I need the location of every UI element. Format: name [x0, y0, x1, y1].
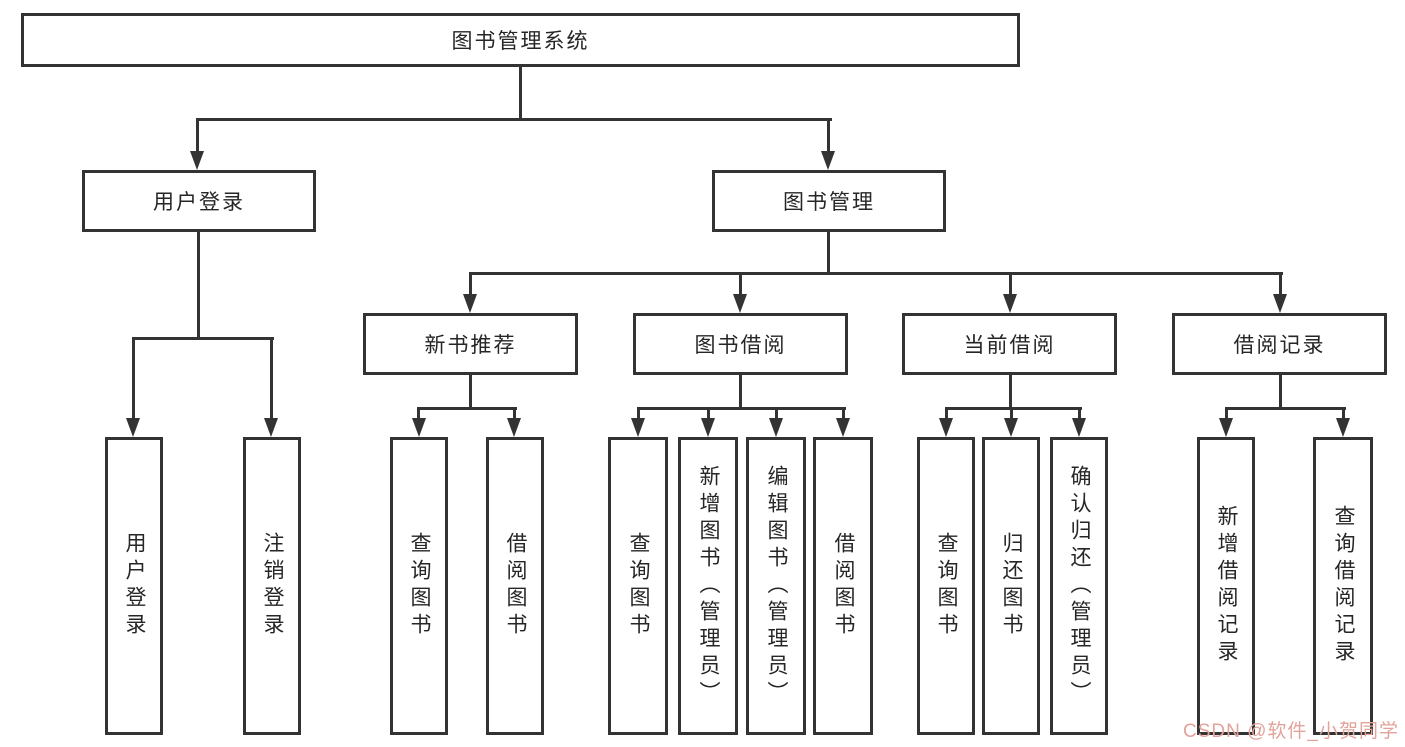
connector-root-drop [519, 67, 522, 118]
leaf-borrow-books: 借阅图书 [813, 437, 873, 735]
leaf-label: 归还图书 [1000, 532, 1023, 640]
node-book-management: 图书管理 [712, 170, 946, 232]
connector-borrow-records-spread [1225, 407, 1346, 410]
arrow-down-icon [769, 418, 783, 437]
leaf-user-login: 用户登录 [105, 437, 163, 735]
connector-user-login-spread [132, 337, 274, 340]
connector-current-borrowing-drop [1009, 375, 1012, 407]
leaf-return-books: 归还图书 [982, 437, 1040, 735]
connector-book-borrowing-spread [637, 407, 846, 410]
node-borrowing-records: 借阅记录 [1172, 313, 1387, 375]
connector-stem [417, 407, 420, 418]
connector-current-borrowing-spread [945, 407, 1082, 410]
arrow-down-icon [126, 418, 140, 437]
csdn-watermark: CSDN @软件_小贺同学 [1183, 721, 1399, 742]
arrow-down-icon [733, 294, 747, 313]
arrow-down-icon [939, 418, 953, 437]
node-current-borrowing: 当前借阅 [902, 313, 1117, 375]
connector-borrow-records-drop [1279, 375, 1282, 407]
connector-stem-borrowing-records [1279, 272, 1282, 294]
leaf-edit-books-admin: 编辑图书（管理员） [746, 437, 806, 735]
leaf-query-books-recommend: 查询图书 [390, 437, 448, 735]
arrow-down-icon [821, 151, 835, 170]
connector-book-borrowing-drop [739, 375, 742, 407]
connector-new-book-spread [417, 407, 517, 410]
leaf-label: 查询图书 [627, 532, 650, 640]
arrow-down-icon [701, 418, 715, 437]
connector-stem-leaf-user-login [132, 337, 135, 418]
node-new-book-recommendation: 新书推荐 [363, 313, 578, 375]
leaf-query-borrow-record: 查询借阅记录 [1313, 437, 1373, 735]
arrow-down-icon [631, 418, 645, 437]
connector-stem-user-login [196, 118, 199, 153]
connector-stem [1010, 407, 1013, 418]
connector-book-mgmt-drop [827, 232, 830, 272]
node-book-borrowing: 图书借阅 [633, 313, 848, 375]
connector-stem [842, 407, 845, 418]
connector-stem-book-borrowing [739, 272, 742, 294]
connector-root-spread [196, 118, 832, 121]
connector-stem [775, 407, 778, 418]
connector-stem [1078, 407, 1081, 418]
arrow-down-icon [1273, 294, 1287, 313]
leaf-label: 用户登录 [123, 532, 146, 640]
connector-user-login-drop [197, 232, 200, 337]
leaf-logout: 注销登录 [243, 437, 301, 735]
arrow-down-icon [190, 151, 204, 170]
connector-stem [513, 407, 516, 418]
leaf-query-books-current: 查询图书 [917, 437, 975, 735]
arrow-down-icon [1003, 294, 1017, 313]
leaf-query-books-borrowing: 查询图书 [608, 437, 668, 735]
leaf-confirm-return-admin: 确认归还（管理员） [1050, 437, 1108, 735]
connector-stem-current-borrowing [1009, 272, 1012, 294]
leaf-label: 注销登录 [261, 532, 284, 640]
node-user-login: 用户登录 [82, 170, 316, 232]
leaf-label: 编辑图书（管理员） [765, 464, 788, 708]
leaf-label: 借阅图书 [504, 532, 527, 640]
leaf-label: 确认归还（管理员） [1068, 464, 1091, 708]
arrow-down-icon [412, 418, 426, 437]
arrow-down-icon [463, 294, 477, 313]
arrow-down-icon [836, 418, 850, 437]
connector-stem [1342, 407, 1345, 418]
arrow-down-icon [1072, 418, 1086, 437]
arrow-down-icon [264, 418, 278, 437]
leaf-borrow-books-recommend: 借阅图书 [486, 437, 544, 735]
connector-stem [707, 407, 710, 418]
connector-stem [1225, 407, 1228, 418]
arrow-down-icon [1219, 418, 1233, 437]
leaf-add-books-admin: 新增图书（管理员） [678, 437, 738, 735]
leaf-label: 查询图书 [935, 532, 958, 640]
leaf-label: 新增图书（管理员） [697, 464, 720, 708]
connector-new-book-drop [469, 375, 472, 407]
connector-stem [945, 407, 948, 418]
leaf-add-borrow-record: 新增借阅记录 [1197, 437, 1255, 735]
leaf-label: 新增借阅记录 [1215, 505, 1238, 667]
arrow-down-icon [1004, 418, 1018, 437]
arrow-down-icon [507, 418, 521, 437]
node-library-management-system: 图书管理系统 [21, 13, 1020, 67]
connector-book-mgmt-spread [469, 272, 1283, 275]
connector-stem-new-book [469, 272, 472, 294]
leaf-label: 借阅图书 [832, 532, 855, 640]
connector-stem-book-management [827, 118, 830, 153]
leaf-label: 查询借阅记录 [1332, 505, 1355, 667]
leaf-label: 查询图书 [408, 532, 431, 640]
arrow-down-icon [1336, 418, 1350, 437]
connector-stem [637, 407, 640, 418]
connector-stem-leaf-logout [270, 337, 273, 418]
